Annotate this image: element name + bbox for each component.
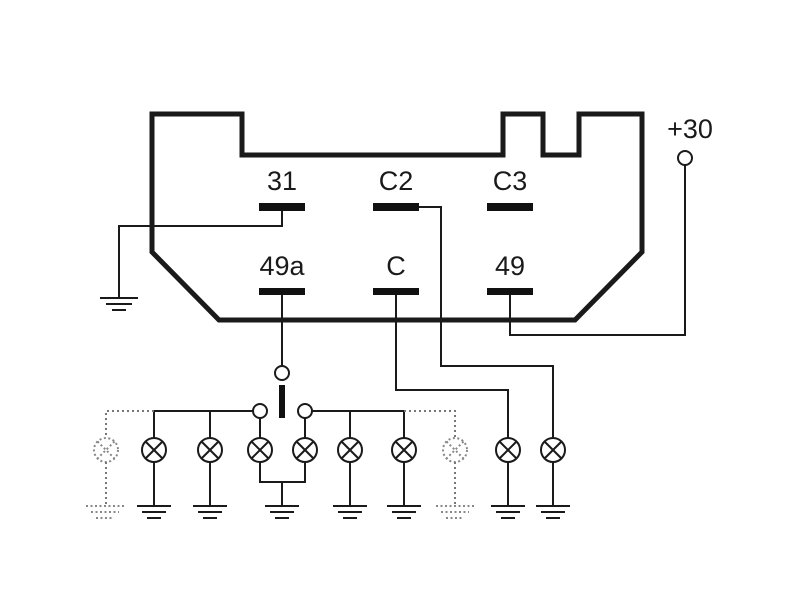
terminal-49-label: 49 (495, 251, 525, 281)
ground-symbol-31 (100, 297, 138, 311)
wire-31-to-ground (118, 211, 283, 298)
lamp-right-3 (391, 437, 417, 463)
wire-c2-to-lamp (419, 206, 554, 438)
lamp-right-1 (292, 437, 318, 463)
switch-contact-right (297, 403, 313, 419)
ground-icon (387, 505, 421, 519)
terminal-31-label: 31 (267, 166, 297, 196)
terminal-c-label: C (386, 251, 406, 281)
terminal-c2-label: C2 (379, 166, 414, 196)
lamp-left-2 (197, 437, 223, 463)
wire-c-to-lamp (395, 295, 509, 438)
terminal-49-pin (487, 288, 533, 295)
terminal-c-pin (373, 288, 419, 295)
terminal-49a-label: 49a (259, 251, 305, 281)
right-bus (312, 410, 405, 438)
centre-lamps-common (259, 462, 306, 483)
switch-contact-left (252, 403, 268, 419)
ground-symbol-row (86, 505, 570, 519)
lamp-indicator-c (495, 437, 521, 463)
terminal-c3-label: C3 (493, 166, 528, 196)
ground-icon-auxiliary (86, 505, 124, 519)
ground-icon-auxiliary (436, 505, 474, 519)
lamp-left-1 (141, 437, 167, 463)
right-bus-auxiliary (404, 410, 456, 438)
lamp-indicator-c2 (540, 437, 566, 463)
left-bus-auxiliary (105, 410, 154, 438)
terminal-49a-pin (259, 288, 305, 295)
relay-housing (149, 111, 645, 323)
lamp-right-2 (337, 437, 363, 463)
left-bus (153, 410, 253, 438)
supply-plus30-label: +30 (667, 114, 713, 144)
switch-lever (279, 385, 285, 418)
ground-icon (333, 505, 367, 519)
ground-icon (265, 505, 299, 519)
terminal-c2-pin (373, 203, 419, 211)
wire-plus30-to-49 (509, 165, 686, 336)
lamp-auxiliary-left (93, 437, 119, 463)
ground-icon (193, 505, 227, 519)
switch-pivot-node (274, 365, 290, 381)
terminal-c3-pin (487, 203, 533, 211)
lamp-left-3 (247, 437, 273, 463)
terminal-31-pin (259, 203, 305, 211)
lamp-auxiliary-right (442, 437, 468, 463)
supply-node (677, 150, 693, 166)
ground-icon (536, 505, 570, 519)
ground-icon (491, 505, 525, 519)
ground-icon (137, 505, 171, 519)
